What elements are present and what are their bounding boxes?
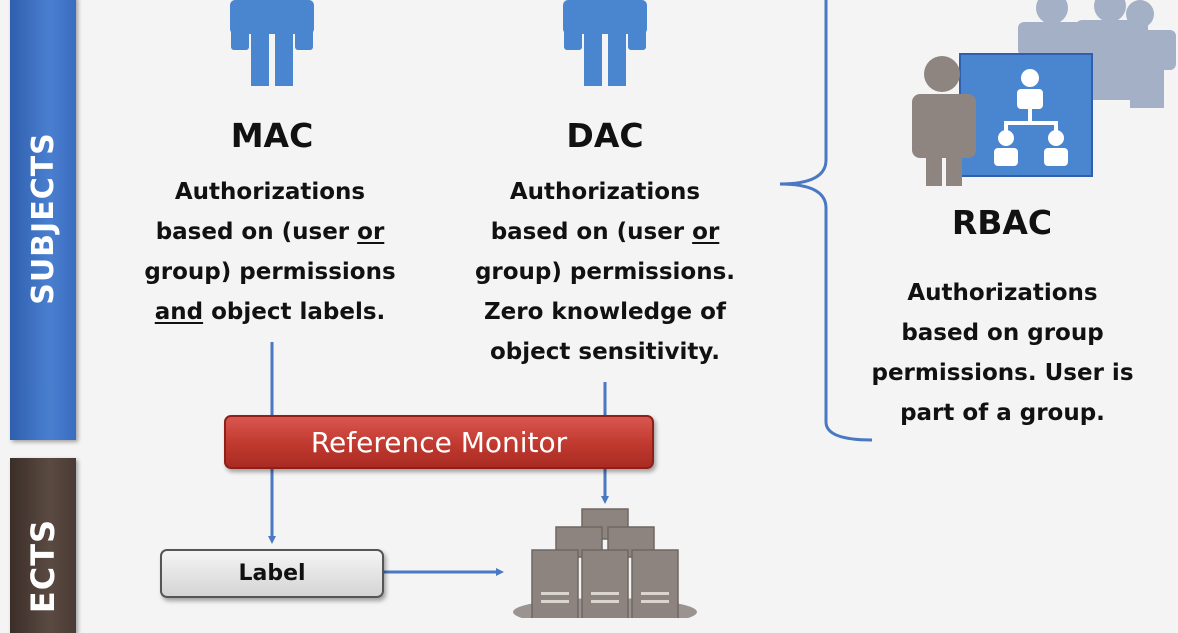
- subjects-side-label: SUBJECTS: [10, 0, 76, 440]
- text-fragment: group) permissions: [144, 259, 396, 285]
- text-fragment: object labels.: [203, 299, 386, 325]
- server-stack-icon: [513, 508, 697, 618]
- mac-description-line: and object labels.: [120, 292, 420, 332]
- rbac-title: RBAC: [951, 203, 1053, 242]
- dac-description-line: group) permissions.: [455, 252, 755, 292]
- rbac-description-line: permissions. User is: [850, 353, 1155, 393]
- text-fragment: Authorizations: [509, 179, 701, 205]
- dac-description: Authorizations based on (user or group) pe…: [455, 172, 755, 372]
- mac-description-line: group) permissions: [120, 252, 420, 292]
- reference-monitor-box: Reference Monitor: [224, 415, 654, 469]
- text-fragment: based on group: [901, 320, 1104, 346]
- text-fragment: Authorizations: [174, 179, 366, 205]
- reference-monitor-label: Reference Monitor: [310, 425, 568, 459]
- objects-side-label: ECTS: [10, 458, 76, 633]
- text-fragment: part of a group.: [900, 400, 1105, 426]
- mac-description-line: Authorizations: [120, 172, 420, 212]
- dac-description-line: object sensitivity.: [455, 332, 755, 372]
- mac-description-line: based on (user or: [120, 212, 420, 252]
- underlined-text: or: [692, 219, 720, 245]
- mac-title: MAC: [230, 116, 314, 155]
- text-fragment: permissions. User is: [871, 360, 1134, 386]
- mac-description: Authorizations based on (user or group) pe…: [120, 172, 420, 332]
- text-fragment: based on (user: [490, 219, 693, 245]
- text-fragment: based on (user: [155, 219, 358, 245]
- mac-person-icon: [230, 0, 314, 86]
- dac-person-icon: [563, 0, 647, 86]
- rbac-brace: [779, 0, 873, 442]
- rbac-description-line: part of a group.: [850, 393, 1155, 433]
- rbac-description-line: Authorizations: [850, 273, 1155, 313]
- text-fragment: group) permissions.: [474, 259, 736, 285]
- rbac-description: Authorizations based on group permissions.…: [850, 273, 1155, 433]
- diagram-canvas: [230, 0, 1176, 618]
- text-fragment: Authorizations: [907, 280, 1098, 306]
- dac-description-line: Zero knowledge of: [455, 292, 755, 332]
- underlined-text: or: [357, 219, 385, 245]
- dac-title: DAC: [566, 116, 644, 155]
- rbac-description-line: based on group: [850, 313, 1155, 353]
- text-fragment: Zero knowledge of: [484, 299, 726, 325]
- dac-description-line: based on (user or: [455, 212, 755, 252]
- rbac-group-icon: [912, 0, 1176, 186]
- subjects-label-text: SUBJECTS: [25, 131, 61, 305]
- text-fragment: object sensitivity.: [490, 339, 720, 365]
- dac-description-line: Authorizations: [455, 172, 755, 212]
- label-box-text: Label: [238, 561, 306, 586]
- label-box: Label: [160, 549, 384, 598]
- underlined-text: and: [154, 299, 204, 325]
- objects-label-text: ECTS: [24, 518, 62, 613]
